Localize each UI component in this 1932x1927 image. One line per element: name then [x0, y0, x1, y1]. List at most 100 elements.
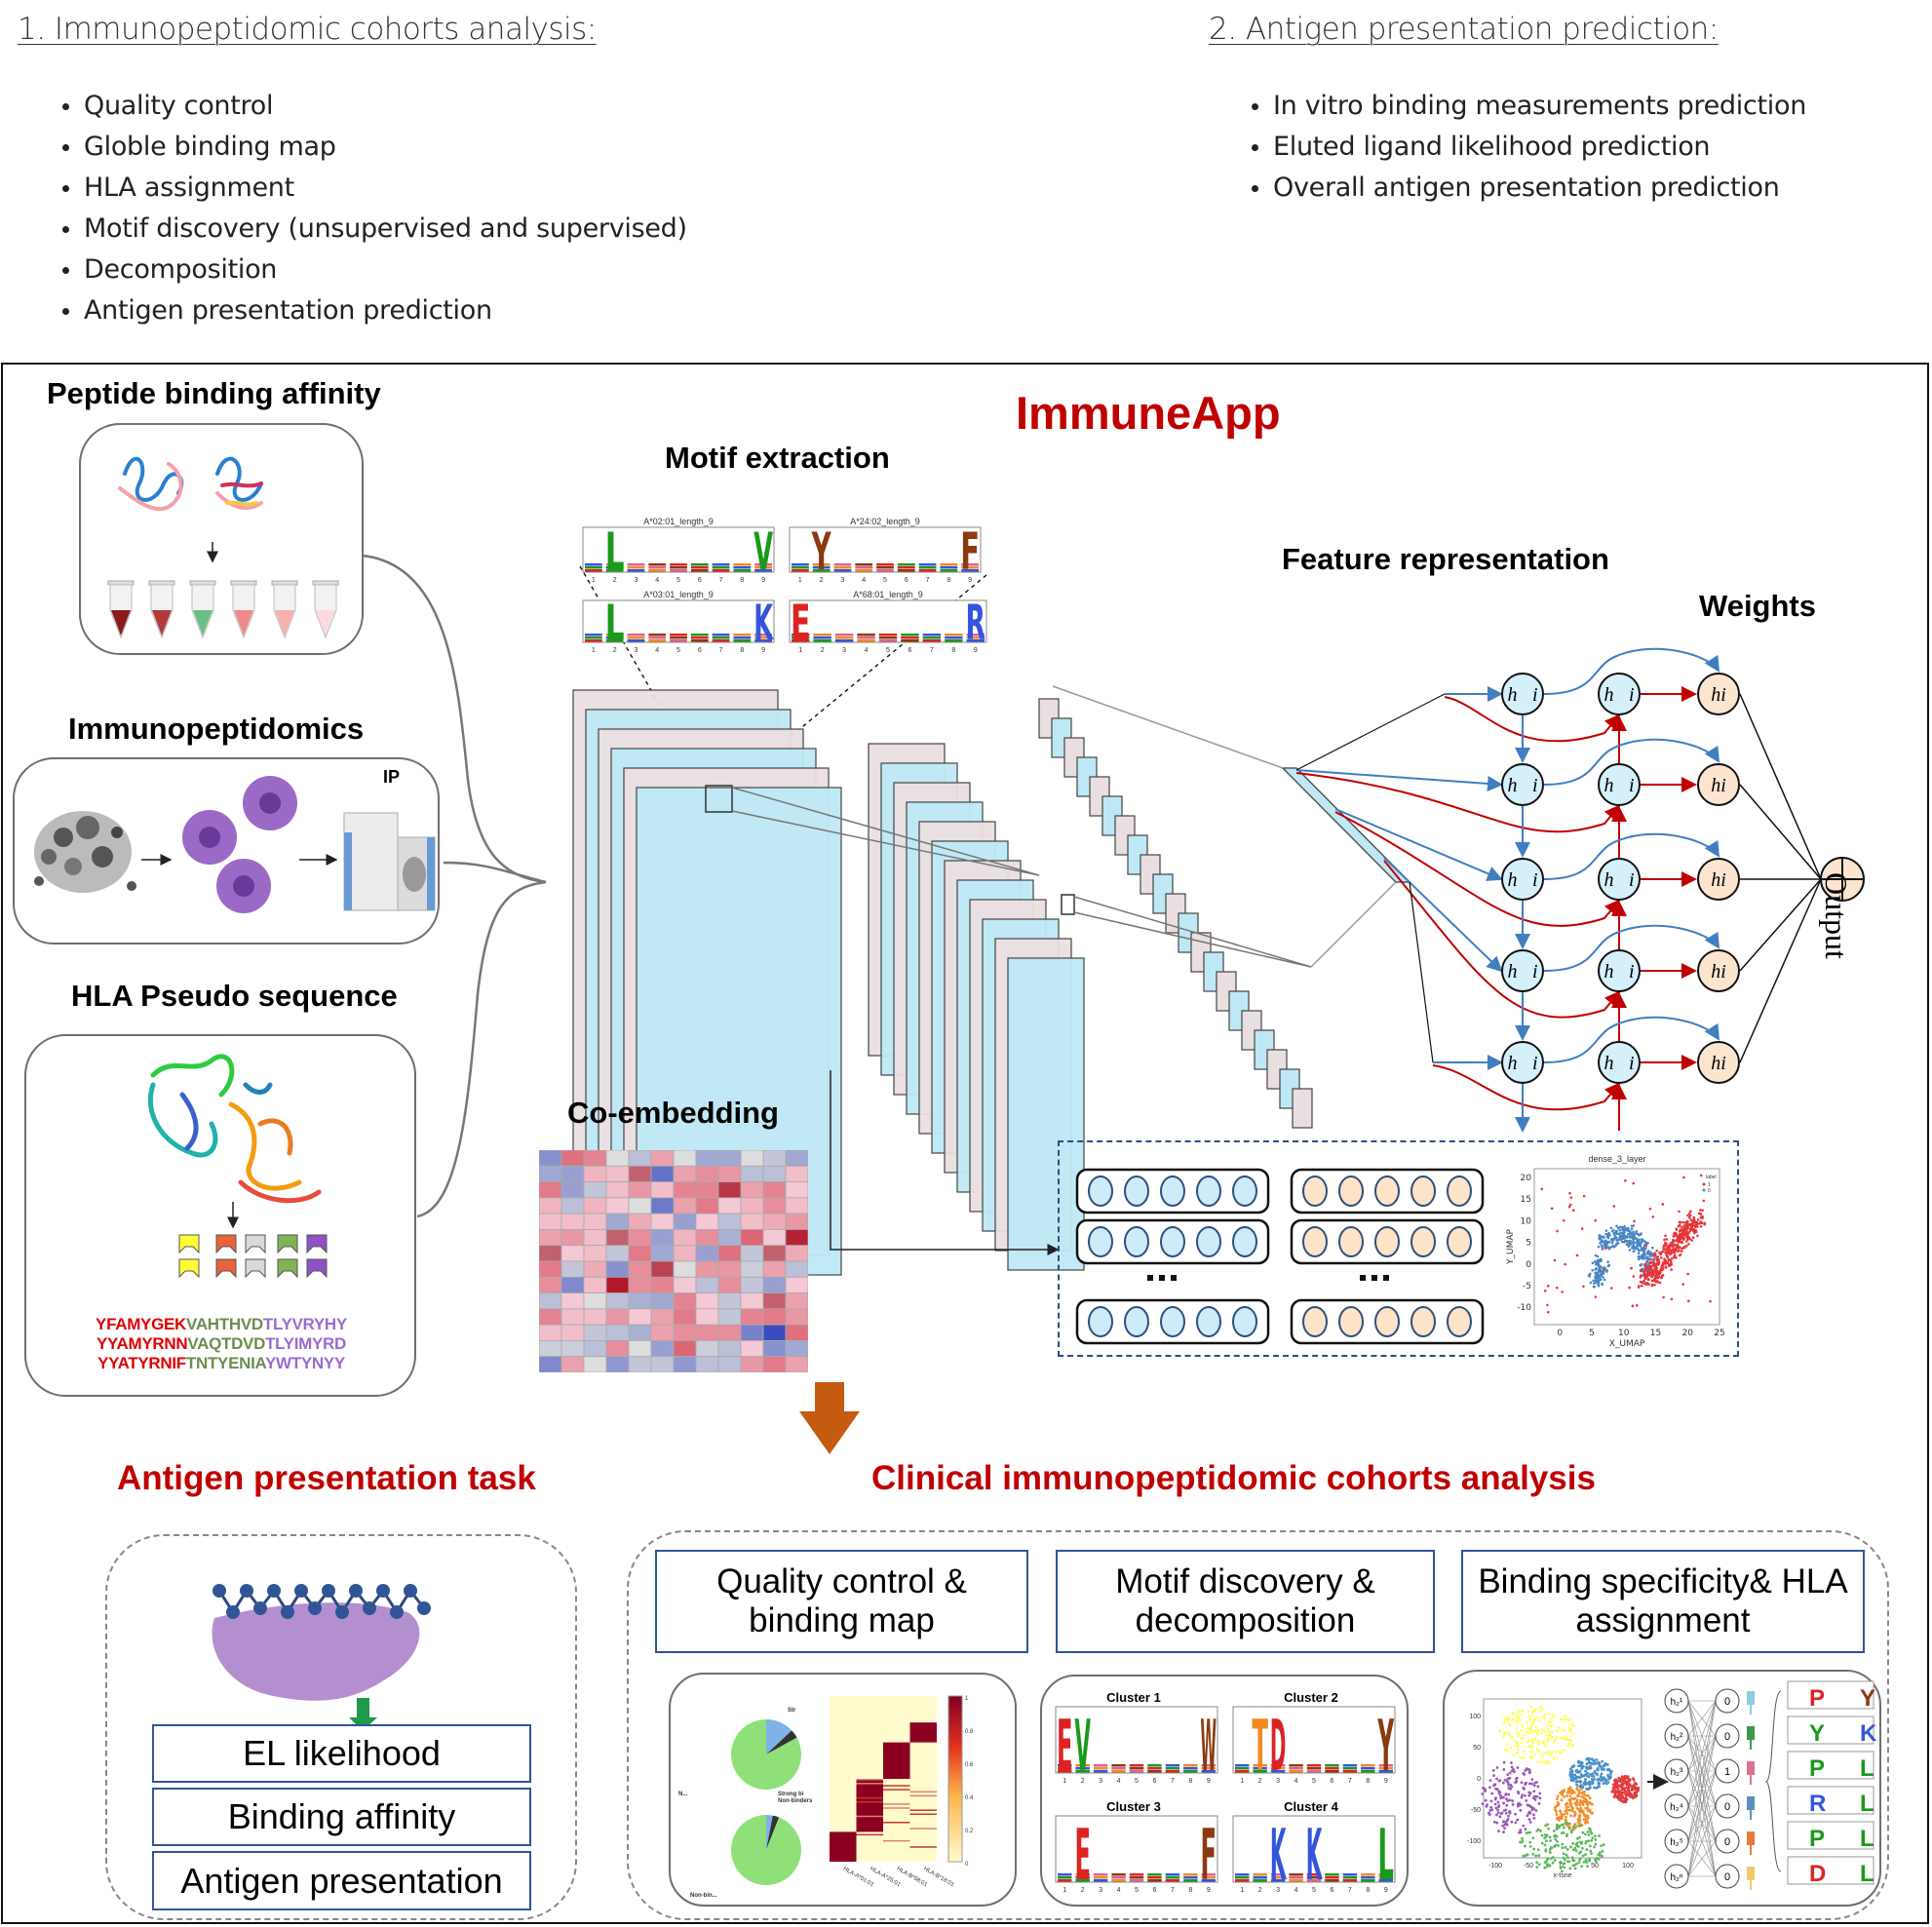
tsne-point	[1514, 1781, 1517, 1785]
logo-small-letter	[812, 566, 831, 569]
tube-cap	[312, 580, 339, 586]
logo-small-letter	[945, 636, 963, 639]
tsne-point	[1488, 1786, 1491, 1790]
logo-small-letter	[961, 563, 979, 566]
tsne-point	[1482, 1787, 1485, 1790]
logo-position-label: 1	[592, 577, 596, 583]
hla-pseudo-panel: YFAMYGEKVAHTHVDTLYVRYHY YYAMYRNNVAQTDVDT…	[24, 1034, 416, 1397]
umap-point	[1603, 1278, 1606, 1282]
binding-map-line	[856, 1815, 883, 1818]
tsne-point	[1545, 1833, 1549, 1837]
logo-small-letter	[901, 639, 919, 642]
heatmap-cell	[560, 1276, 585, 1293]
hidden-node	[1664, 1723, 1689, 1749]
umap-point	[1650, 1283, 1654, 1287]
umap-point	[1699, 1225, 1703, 1228]
heatmap-cell	[762, 1197, 787, 1214]
output-label: Output	[1819, 872, 1854, 959]
tsne-point	[1563, 1728, 1565, 1732]
umap-point	[1662, 1250, 1665, 1253]
hidden-node-label: hi	[1711, 775, 1726, 796]
tsne-point	[1537, 1742, 1541, 1746]
tsne-point	[1535, 1866, 1539, 1869]
logo-small-letter	[733, 634, 752, 636]
umap-point	[1603, 1270, 1605, 1273]
umap-point	[1575, 1253, 1579, 1257]
tsne-point	[1540, 1833, 1544, 1837]
tsne-point	[1486, 1803, 1489, 1807]
tsne-point	[1510, 1820, 1514, 1824]
umap-point	[1628, 1249, 1632, 1252]
umap-xlabel: X_UMAP	[1609, 1339, 1645, 1349]
umap-point	[1642, 1250, 1645, 1253]
tsne-point	[1565, 1822, 1568, 1825]
heatmap-cell	[628, 1340, 652, 1358]
embedding-vectors	[1075, 1168, 1485, 1345]
logo-small-letter	[670, 569, 687, 572]
tsne-point	[1525, 1720, 1528, 1724]
tsne-point	[1519, 1714, 1523, 1717]
logo-position-label: 1	[592, 647, 596, 653]
tsne-point	[1535, 1861, 1539, 1865]
logo-small-letter	[1129, 1876, 1144, 1879]
umap-point	[1680, 1241, 1683, 1244]
logo-major-letter: L	[605, 599, 625, 651]
heatmap-cell	[650, 1340, 675, 1358]
heatmap-cell	[695, 1260, 719, 1278]
tsne-point	[1524, 1793, 1526, 1797]
heatmap-cell	[539, 1276, 562, 1293]
logo-small-letter	[1111, 1873, 1126, 1876]
logo-small-letter	[1253, 1770, 1267, 1773]
logo-frame	[1055, 1706, 1218, 1774]
logo-small-letter	[1306, 1770, 1322, 1773]
backward-node-label: h⃖i	[1604, 684, 1634, 706]
logo-small-letter	[1270, 1876, 1286, 1879]
task-el-likelihood: EL likelihood	[152, 1724, 531, 1783]
backward-node-label: h⃖i	[1604, 1053, 1634, 1074]
tsne-point	[1611, 1786, 1615, 1790]
logo-small-letter	[1235, 1764, 1250, 1767]
tsne-point	[1605, 1763, 1609, 1766]
umap-point	[1640, 1232, 1642, 1235]
backward-node-label: h⃖i	[1604, 775, 1634, 796]
logo-small-letter	[1378, 1767, 1393, 1770]
tsne-point	[1526, 1803, 1529, 1807]
umap-point	[1642, 1271, 1646, 1274]
logo-position-label: 5	[883, 577, 887, 583]
tsne-point	[1563, 1789, 1566, 1792]
amino-acid-icon	[281, 1605, 294, 1619]
umap-point	[1580, 1227, 1584, 1230]
logo-small-letter	[733, 569, 752, 572]
tsne-point	[1584, 1806, 1588, 1810]
umap-point	[1633, 1237, 1637, 1241]
umap-point	[1651, 1268, 1654, 1272]
logo-small-letter	[605, 569, 624, 572]
tsne-point	[1506, 1719, 1510, 1722]
heatmap-cell	[605, 1150, 630, 1167]
umap-point	[1691, 1223, 1694, 1227]
hidden-node	[1697, 858, 1740, 901]
lstm-input-edge	[1295, 772, 1621, 833]
tsne-point	[1594, 1762, 1598, 1765]
heatmap-cell	[650, 1213, 675, 1230]
umap-point	[1594, 1253, 1598, 1257]
tsne-xtick: 50	[1591, 1863, 1599, 1869]
umap-point	[1649, 1261, 1653, 1264]
pseudo-sequence-row: YYATYRNIFTNTYENIAYWTYNYY	[26, 1354, 416, 1373]
heatmap-cell	[717, 1181, 742, 1199]
tsne-point	[1526, 1814, 1529, 1818]
logo-major-letter: E	[1074, 1814, 1090, 1896]
antigen-task-title: Antigen presentation task	[117, 1459, 536, 1497]
tsne-xtick: 100	[1622, 1863, 1634, 1869]
tsne-point	[1526, 1767, 1529, 1771]
output-node	[1715, 1688, 1740, 1714]
tsne-point	[1590, 1831, 1594, 1835]
logo-small-letter	[878, 636, 898, 639]
tsne-point	[1566, 1744, 1570, 1748]
umap-point	[1640, 1268, 1643, 1272]
tsne-point	[1547, 1733, 1551, 1737]
logo-small-letter	[1147, 1873, 1162, 1876]
tsne-point	[1488, 1809, 1492, 1812]
umap-point	[1595, 1281, 1598, 1284]
output-node	[1715, 1758, 1740, 1784]
